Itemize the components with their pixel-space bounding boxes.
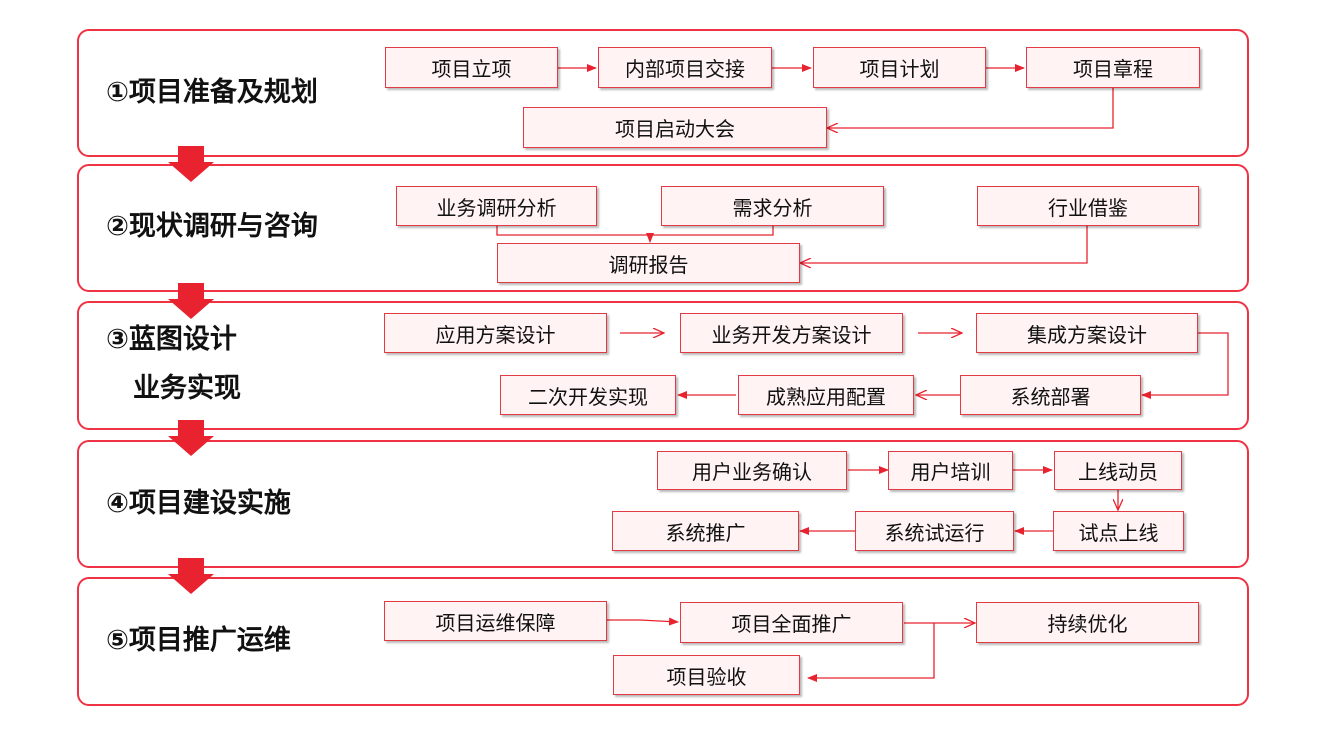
step-integration-design: 集成方案设计 [976,313,1198,353]
step-dev-solution-design: 业务开发方案设计 [680,313,903,353]
step-go-live-mobilization: 上线动员 [1054,451,1182,490]
step-requirements-analysis: 需求分析 [661,186,884,226]
step-project-acceptance: 项目验收 [613,655,800,695]
step-research-report: 调研报告 [497,243,800,283]
step-user-confirmation: 用户业务确认 [657,451,847,490]
step-business-research: 业务调研分析 [396,186,597,226]
stage-3-title-line1: ③蓝图设计 [106,324,237,355]
stage-transition-arrow-3 [168,420,214,456]
step-ops-support: 项目运维保障 [384,601,607,641]
stage-transition-arrow-1 [168,146,214,182]
step-secondary-dev: 二次开发实现 [500,375,676,415]
stage-4-title: ④项目建设实施 [106,488,291,519]
step-continuous-optimization: 持续优化 [976,602,1199,643]
step-mature-app-config: 成熟应用配置 [738,375,914,415]
stage-1-title: ①项目准备及规划 [106,77,318,108]
step-full-rollout: 项目全面推广 [680,602,903,643]
step-project-initiation: 项目立项 [385,47,558,88]
step-pilot-launch: 试点上线 [1053,511,1184,551]
stage-3-title-line2: 业务实现 [133,373,241,404]
step-project-plan: 项目计划 [813,47,986,88]
step-kickoff-meeting: 项目启动大会 [523,107,827,148]
step-system-deployment: 系统部署 [960,375,1141,415]
step-industry-reference: 行业借鉴 [977,186,1199,226]
step-trial-operation: 系统试运行 [855,511,1014,551]
step-app-solution-design: 应用方案设计 [384,313,607,353]
stage-2-title: ②现状调研与咨询 [106,211,318,242]
step-internal-handover: 内部项目交接 [598,47,772,88]
stage-transition-arrow-4 [168,558,214,594]
stage-transition-arrow-2 [168,283,214,319]
step-user-training: 用户培训 [888,451,1013,490]
step-system-rollout: 系统推广 [612,511,799,551]
stage-5-title: ⑤项目推广运维 [106,625,291,656]
step-project-charter: 项目章程 [1026,47,1200,88]
